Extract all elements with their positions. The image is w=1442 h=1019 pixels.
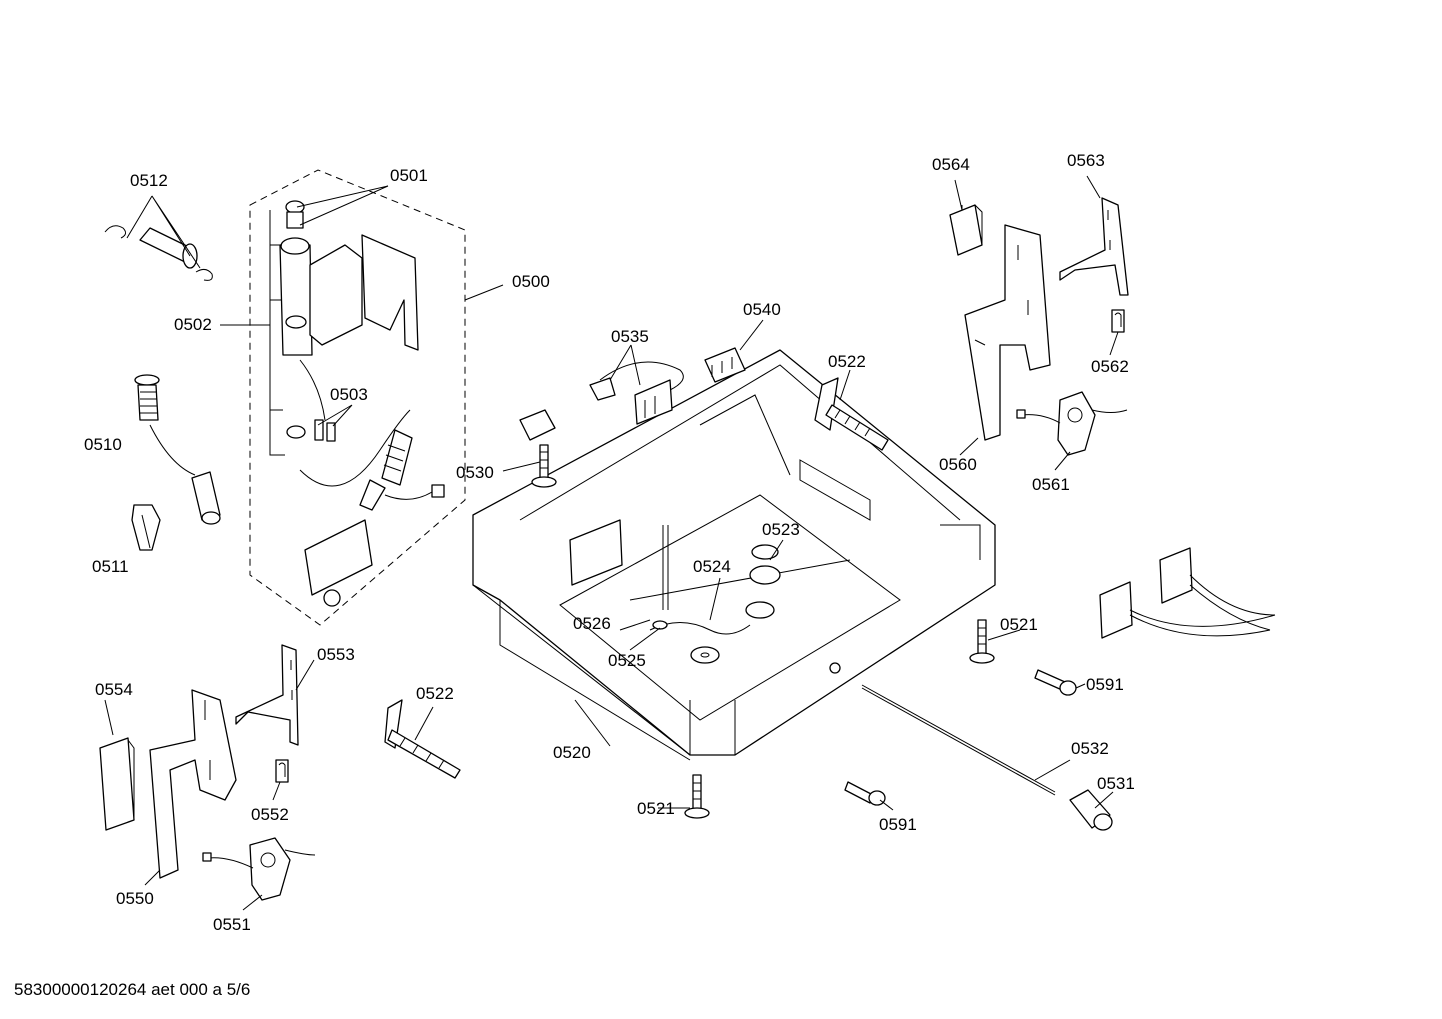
part-0564-bracket [949, 204, 983, 256]
part-0521-feet [684, 619, 995, 819]
part-0553-bracket [235, 644, 299, 746]
callout-0562: 0562 [1091, 357, 1129, 376]
callout-0553: 0553 [317, 645, 355, 664]
callout-0510: 0510 [84, 435, 122, 454]
part-0522-hinge-springs [384, 377, 889, 779]
callout-0551: 0551 [213, 915, 251, 934]
part-0511-clip [131, 504, 161, 551]
leader-lines-bottom-left [104, 659, 315, 911]
part-0554-bracket [99, 737, 135, 831]
callout-0530: 0530 [456, 463, 494, 482]
callout-0560: 0560 [939, 455, 977, 474]
callout-0503: 0503 [330, 385, 368, 404]
callout-0561: 0561 [1032, 475, 1070, 494]
callout-0554: 0554 [95, 680, 133, 699]
part-0540-connector [704, 347, 746, 383]
callout-0526: 0526 [573, 614, 611, 633]
part-0524-0526-wiring [649, 525, 751, 635]
callout-0525: 0525 [608, 651, 646, 670]
part-0552-clip [275, 759, 289, 783]
callout-0535: 0535 [611, 327, 649, 346]
callout-0531: 0531 [1097, 774, 1135, 793]
callout-0591-right: 0591 [1086, 675, 1124, 694]
part-0551-motor [202, 837, 316, 901]
part-0532-rod [861, 684, 1056, 796]
callout-0522-left: 0522 [416, 684, 454, 703]
leader-lines-left [126, 185, 504, 456]
callout-0550: 0550 [116, 889, 154, 908]
callout-0591-bottom: 0591 [879, 815, 917, 834]
part-0523-seal [749, 544, 781, 585]
callout-0512: 0512 [130, 171, 168, 190]
callout-0521-bottom: 0521 [637, 799, 675, 818]
callout-0523: 0523 [762, 520, 800, 539]
part-0500-drain-hose [299, 409, 445, 607]
part-wire-harness [1099, 547, 1276, 639]
assembly-0500-boundary [249, 169, 466, 626]
part-0512-hose-clamps [104, 225, 213, 281]
callout-0524: 0524 [693, 557, 731, 576]
part-0520-base-tub [472, 349, 996, 761]
callout-0501: 0501 [390, 166, 428, 185]
callout-0532: 0532 [1071, 739, 1109, 758]
part-0503-wires [299, 359, 336, 442]
callout-0564: 0564 [932, 155, 970, 174]
document-footer: 58300000120264 aet 000 a 5/6 [14, 980, 251, 999]
part-0530-switch [519, 409, 557, 488]
part-0510-hose [134, 374, 221, 525]
callout-0502: 0502 [174, 315, 212, 334]
part-0560-frame [964, 224, 1051, 441]
part-0561-motor [1016, 391, 1128, 456]
callout-0563: 0563 [1067, 151, 1105, 170]
part-0535-sensor [589, 361, 684, 425]
callout-0522-right: 0522 [828, 352, 866, 371]
part-0501-valve-body [279, 200, 419, 439]
callout-0520: 0520 [553, 743, 591, 762]
callout-0500: 0500 [512, 272, 550, 291]
callout-0540: 0540 [743, 300, 781, 319]
callout-labels: 0512 0501 0500 0502 0503 0510 0511 0530 … [84, 151, 1135, 934]
part-0531-cap [1069, 789, 1113, 831]
leader-lines-right [954, 175, 1119, 471]
callout-0521-right: 0521 [1000, 615, 1038, 634]
part-0550-frame [149, 689, 237, 879]
part-0563-bracket [1059, 197, 1129, 296]
part-0562-clip [1111, 309, 1125, 333]
callout-0552: 0552 [251, 805, 289, 824]
callout-0511: 0511 [92, 557, 129, 576]
leader-lines-center [414, 319, 1114, 811]
